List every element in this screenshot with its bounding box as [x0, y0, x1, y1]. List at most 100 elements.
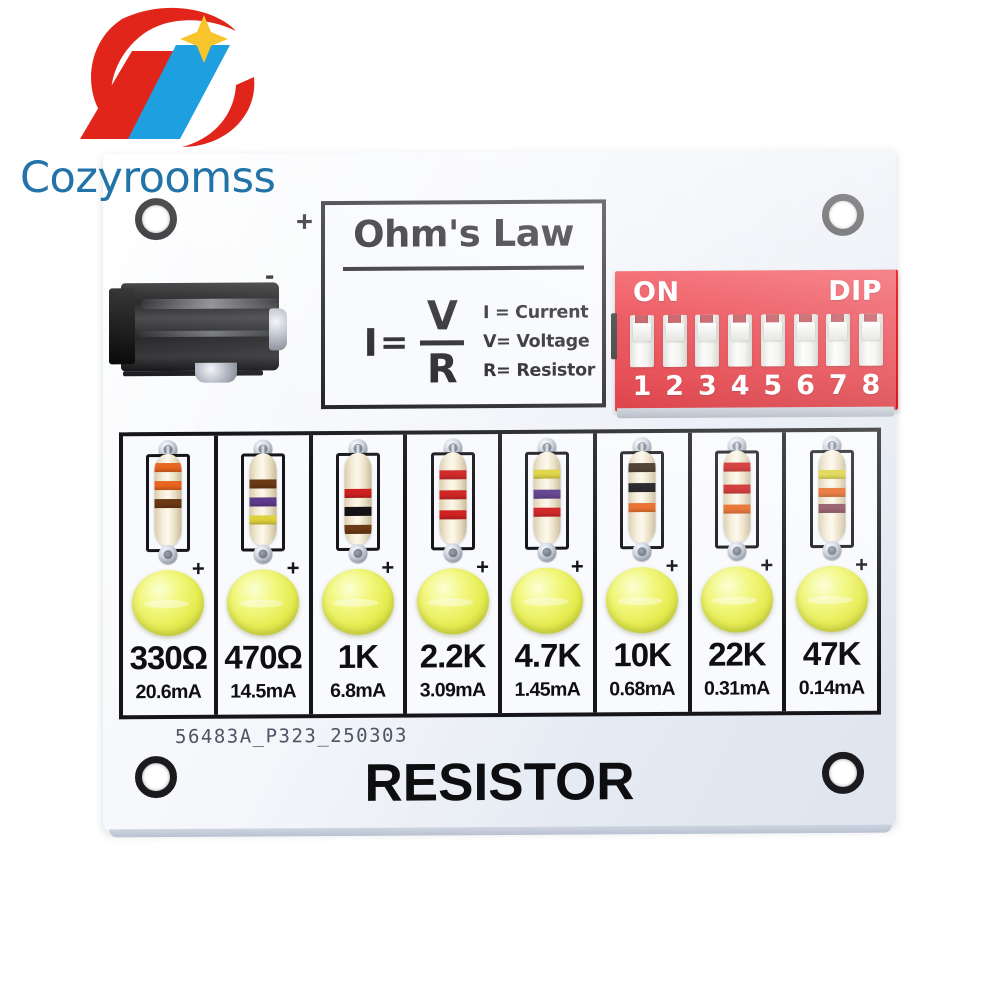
resistance-label: 470Ω [224, 638, 302, 676]
solder-pad-bottom [253, 544, 273, 564]
board-bottom-edge [109, 824, 892, 838]
ohms-law-title: Ohm's Law [353, 211, 574, 256]
pad-hole [542, 547, 552, 557]
dc-jack-body [121, 282, 285, 372]
solder-pad-bottom [727, 541, 747, 561]
dip-dip-label: DIP [828, 275, 882, 307]
solder-pad-bottom [632, 542, 652, 562]
resistance-label: 47K [802, 634, 861, 673]
cozyroomss-logo-icon [80, 7, 255, 147]
dip-switch-3[interactable] [695, 314, 720, 367]
dip-switch-8[interactable] [858, 313, 883, 366]
equation-numerator: V [426, 292, 458, 339]
dip-number-6: 6 [796, 370, 815, 402]
resistor-body [439, 452, 467, 545]
dip-switch-base [617, 406, 894, 419]
mounting-hole-top-right [822, 193, 864, 237]
dip-switch-knob[interactable] [796, 322, 815, 341]
pad-hole [353, 548, 363, 558]
resistance-label: 22K [708, 635, 766, 673]
resistance-label: 10K [613, 635, 671, 674]
resistor-color-band-2 [439, 490, 467, 500]
ohms-law-legend: I = Current V= Voltage R= Resistor [483, 281, 605, 402]
dip-switch-4[interactable] [728, 314, 753, 367]
dip-switch-actuators[interactable] [630, 313, 883, 368]
dip-switch-knob[interactable] [861, 321, 880, 340]
led-plus-marker: + [570, 553, 584, 579]
resistor-body [628, 451, 656, 544]
resistor-color-band-1 [533, 469, 561, 479]
dip-switch-knob[interactable] [633, 323, 651, 342]
dip-switch-5[interactable] [760, 314, 785, 367]
legend-voltage: V= Voltage [483, 331, 590, 353]
dc-jack-pin-bottom [195, 362, 237, 383]
brand-watermark: Cozyroomss [20, 5, 310, 205]
resistance-label: 2.2K [419, 637, 486, 675]
led-plus-marker: + [286, 555, 300, 581]
resistor-color-band-1 [818, 469, 846, 480]
solder-pad-bottom [158, 544, 178, 565]
resistance-label: 330Ω [129, 638, 208, 677]
current-label: 0.31mA [703, 677, 770, 700]
dip-switch-knob[interactable] [698, 322, 717, 341]
brand-name: Cozyroomss [20, 153, 276, 203]
dip-switch-2[interactable] [662, 314, 687, 368]
equation-lhs: I [363, 320, 378, 365]
ohms-law-panel: Ohm's Law I = V R I = Current V= Voltage… [321, 199, 606, 410]
current-label: 6.8mA [330, 679, 386, 703]
resistor-color-band-2 [723, 484, 751, 494]
ohms-law-divider [343, 265, 584, 271]
fraction-bar [420, 339, 465, 345]
resistor-color-band-2 [249, 497, 277, 507]
resistor-color-band-1 [344, 488, 372, 498]
resistor-color-band-1 [154, 462, 182, 473]
resistor-body [154, 453, 182, 547]
current-label: 20.6mA [135, 680, 202, 704]
dip-number-5: 5 [763, 370, 783, 402]
solder-pad-bottom [348, 543, 368, 563]
legend-resistor: R= Resistor [483, 360, 596, 382]
dip-switch-knob[interactable] [731, 322, 750, 341]
dip-number-1: 1 [632, 371, 652, 403]
pad-hole [163, 549, 173, 560]
dc-jack-pin-right [269, 308, 287, 351]
dip-switch-knob[interactable] [665, 322, 684, 341]
current-label: 0.14mA [798, 676, 865, 700]
dip-switch-knob[interactable] [763, 322, 782, 341]
pad-hole [732, 546, 742, 556]
resistance-label: 1K [337, 637, 378, 675]
dip-number-2: 2 [665, 370, 685, 402]
resistor-color-band-1 [628, 463, 656, 473]
dip-on-label: ON [633, 276, 680, 309]
resistor-color-band-3 [439, 510, 467, 520]
resistor-body [249, 453, 277, 546]
dip-number-8: 8 [861, 369, 881, 401]
led-plus-marker: + [381, 554, 395, 580]
dc-jack-lead [123, 370, 263, 377]
current-label: 14.5mA [230, 680, 297, 703]
dip-number-3: 3 [698, 370, 717, 402]
polarity-plus-label: + [296, 206, 313, 239]
dip-switch-7[interactable] [826, 313, 851, 367]
resistor-color-band-2 [628, 483, 656, 493]
led-plus-marker: + [855, 551, 868, 577]
dip-switch-1[interactable] [630, 315, 654, 368]
dip-switch-6[interactable] [793, 314, 818, 367]
resistor-color-band-3 [628, 503, 656, 513]
resistor-color-band-1 [249, 479, 277, 489]
solder-pad-bottom [822, 540, 842, 561]
resistor-body [723, 450, 751, 543]
resistor-color-band-3 [818, 503, 846, 514]
dc-power-jack[interactable] [109, 278, 294, 383]
dip-switch-knob[interactable] [829, 321, 848, 340]
current-label: 1.45mA [514, 678, 581, 701]
equation-equals: = [379, 322, 409, 363]
dc-jack-highlight-2 [139, 330, 285, 338]
board-silkscreen-code: 56483A_P323_250303 [175, 724, 408, 748]
